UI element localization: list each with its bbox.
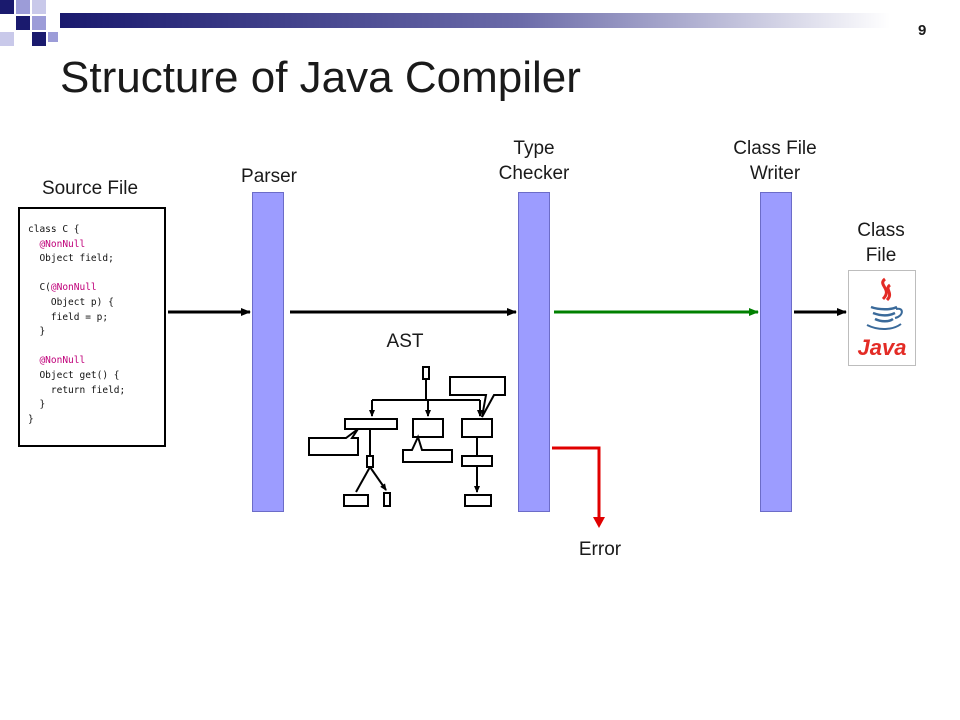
code-text: Object p) { bbox=[28, 296, 114, 308]
code-text: Object field; bbox=[28, 253, 114, 265]
code-text: class C { bbox=[28, 224, 80, 235]
ast-label: AST bbox=[386, 331, 424, 352]
error-label: Error bbox=[578, 539, 622, 560]
code-line: C(@NonNull bbox=[28, 281, 164, 296]
class-file-label: Class File bbox=[836, 218, 926, 268]
ast-node bbox=[344, 418, 398, 430]
class-file-label-line: File bbox=[865, 245, 897, 266]
header-square bbox=[32, 32, 46, 46]
header-gradient-bar bbox=[60, 13, 890, 28]
ast-node-root bbox=[422, 366, 430, 380]
class-file-writer-label: Class File Writer bbox=[705, 136, 845, 186]
header-square bbox=[16, 16, 30, 30]
code-line: @NonNull bbox=[28, 354, 164, 369]
ast-node bbox=[366, 455, 374, 468]
header-square bbox=[0, 0, 14, 14]
parser-stage-bar bbox=[252, 192, 284, 512]
code-line: class C { bbox=[28, 223, 164, 238]
code-annotation: @NonNull bbox=[50, 282, 97, 294]
code-line: Object get() { bbox=[28, 369, 164, 384]
code-line: } bbox=[28, 398, 164, 413]
type-checker-label-line: Type bbox=[513, 138, 555, 159]
class-file-writer-stage-bar bbox=[760, 192, 792, 512]
header-square bbox=[0, 32, 14, 46]
header-square bbox=[32, 0, 46, 14]
code-text: Object get() { bbox=[28, 369, 120, 381]
code-line: field = p; bbox=[28, 311, 164, 326]
ast-edge bbox=[369, 466, 387, 491]
ast-node bbox=[461, 418, 493, 438]
ast-tree bbox=[308, 366, 506, 507]
class-file-writer-label-line: Class File bbox=[733, 138, 817, 159]
java-logo: Java bbox=[848, 270, 916, 366]
ast-annotation-callout bbox=[449, 376, 506, 418]
class-file-label-line: Class bbox=[857, 220, 905, 241]
header-decoration bbox=[0, 0, 890, 46]
error-arrow bbox=[552, 446, 601, 518]
code-text: } bbox=[28, 326, 46, 338]
type-checker-label-line: Checker bbox=[498, 163, 570, 184]
java-cup-icon: Java bbox=[858, 277, 907, 360]
ast-annotation-callout bbox=[308, 428, 359, 456]
ast-node bbox=[412, 418, 444, 438]
code-text: return field; bbox=[28, 384, 126, 396]
class-file-writer-label-line: Writer bbox=[749, 163, 801, 184]
code-text: } bbox=[28, 399, 46, 411]
source-code-box: class C { @NonNull Object field; C(@NonN… bbox=[18, 207, 166, 447]
slide-number: 9 bbox=[918, 22, 927, 39]
code-line: return field; bbox=[28, 384, 164, 399]
ast-node bbox=[464, 494, 492, 507]
code-annotation: @NonNull bbox=[39, 355, 86, 367]
ast-node bbox=[383, 492, 391, 507]
code-text: C( bbox=[28, 282, 51, 294]
code-text: } bbox=[28, 413, 34, 425]
ast-node bbox=[343, 494, 369, 507]
source-code-lines: class C { @NonNull Object field; C(@NonN… bbox=[28, 223, 164, 427]
header-square bbox=[16, 0, 30, 14]
parser-label: Parser bbox=[241, 166, 297, 187]
code-line: } bbox=[28, 325, 164, 340]
header-square bbox=[32, 16, 46, 30]
code-line: } bbox=[28, 413, 164, 428]
java-logo-text: Java bbox=[858, 335, 907, 360]
code-annotation: @NonNull bbox=[39, 238, 86, 250]
header-square bbox=[48, 32, 58, 42]
ast-edge bbox=[355, 466, 371, 493]
ast-node bbox=[461, 455, 493, 467]
slide-title: Structure of Java Compiler bbox=[60, 53, 581, 102]
code-line: Object p) { bbox=[28, 296, 164, 311]
type-checker-label: Type Checker bbox=[474, 136, 594, 186]
type-checker-stage-bar bbox=[518, 192, 550, 512]
source-file-label: Source File bbox=[41, 178, 139, 199]
code-line: Object field; bbox=[28, 252, 164, 267]
error-arrowhead bbox=[593, 517, 605, 528]
code-text: field = p; bbox=[28, 311, 109, 323]
ast-annotation-callout bbox=[402, 434, 453, 463]
code-line: @NonNull bbox=[28, 238, 164, 253]
